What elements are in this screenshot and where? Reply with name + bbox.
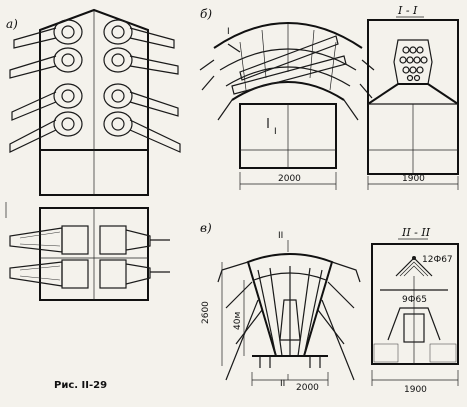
section-2-frame [371,243,459,365]
panel-b-arch-elevation: б) I I 2000 [199,7,375,190]
section-1-view: I - I 1900 [367,4,459,190]
callout-9f65: 9Ф65 [402,295,427,305]
panel-a-label: а) [6,17,18,31]
section-marker-v-bottom: II [280,379,285,389]
anchor-group-right [103,19,181,153]
anchor-bar-upper [239,35,339,81]
section-2-view: II - II 12Ф67 9Ф65 1900 [371,226,459,395]
section-1-width-dim: 1900 [402,174,425,184]
panel-b-width-dim: 2000 [278,174,301,184]
section-2-label: II - II [401,226,431,239]
anchor-group-left [9,19,83,153]
section-marker-top: I [227,27,230,37]
panel-v-fan-elevation: в) II II 2600 40м 2000 [200,221,361,393]
panel-v-width-dim: 2000 [296,383,319,393]
fan-block [246,253,334,357]
section-2-width-dim: 1900 [404,385,427,395]
section-marker-bottom: I [274,127,277,137]
panel-v-label: в) [200,221,212,235]
figure-caption: Рис. II-29 [54,380,107,391]
panel-b-label: б) [200,7,212,21]
panel-v-height-dim: 2600 [201,301,211,324]
panel-a-plan-view [5,202,170,301]
section-marker-v-top: II [278,231,283,241]
anchor-bar-lower [231,55,347,95]
callout-12f67: 12Ф67 [422,255,453,265]
panel-a-column-elevation: а) [6,8,181,196]
panel-v-inner-dim: 40м [233,312,243,330]
section-1-label: I - I [397,4,418,17]
